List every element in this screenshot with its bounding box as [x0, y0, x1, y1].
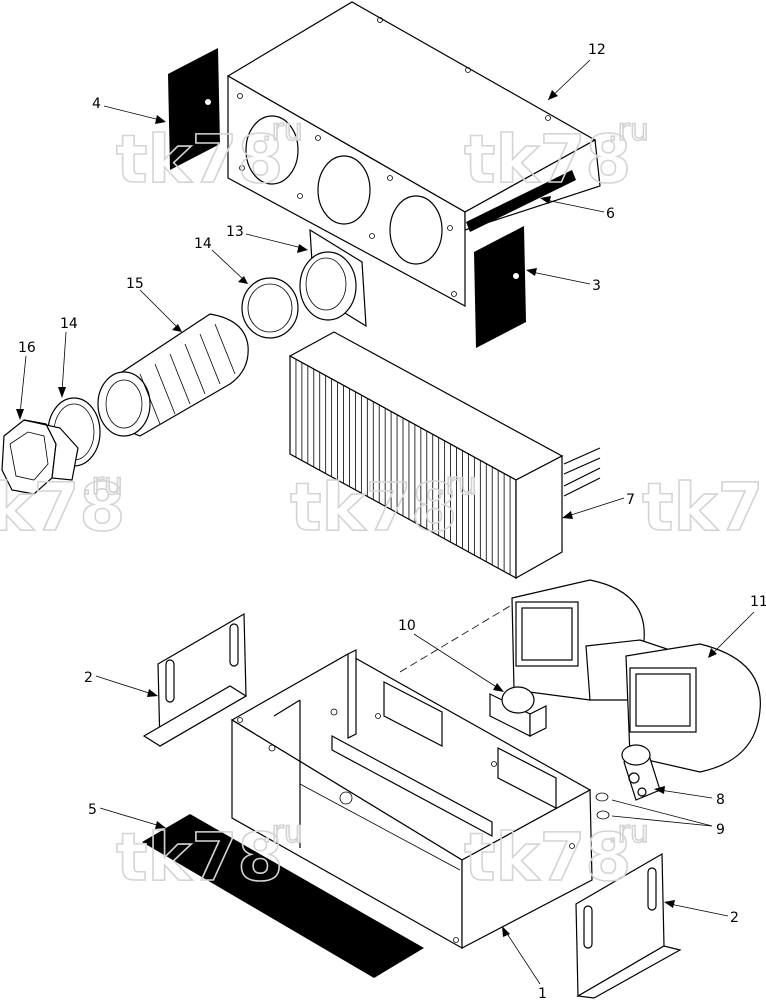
- watermarks: tk78 .ru tk78 .ru tk78 .ru tk78 .ru tk78…: [0, 112, 766, 897]
- watermark-small: .ru: [82, 467, 123, 502]
- callout-6: 6: [606, 206, 615, 222]
- watermark-small: .ru: [436, 467, 477, 502]
- watermark: tk78 .ru: [115, 112, 303, 199]
- part-14-clamp-upper: [241, 277, 299, 339]
- part-3-plate: [474, 226, 526, 348]
- part-11-blower: [399, 579, 761, 773]
- callout-leaders: [16, 59, 755, 985]
- part-7-heat-exchanger: [288, 331, 601, 580]
- part-9-seals: [595, 792, 610, 820]
- part-5-pad: [142, 814, 424, 978]
- callout-10: 10: [398, 618, 416, 634]
- callout-12: 12: [588, 42, 606, 58]
- part-1-base-tray: [230, 649, 593, 950]
- watermark-big: tk78: [290, 469, 457, 546]
- callout-14-lower: 14: [60, 316, 78, 332]
- callout-labels: 12 4 13 14 6 3 15 16 14 7 11 10 2 8 9 5 …: [18, 42, 766, 1000]
- callout-16: 16: [18, 340, 36, 356]
- callout-1: 1: [538, 986, 547, 1000]
- watermark-small: .ru: [262, 113, 303, 148]
- watermark: tk78 .ru: [463, 112, 649, 199]
- watermark-small: .ru: [608, 113, 649, 148]
- callout-4: 4: [92, 96, 101, 112]
- part-4-plate: [168, 48, 220, 170]
- callout-3: 3: [592, 278, 601, 294]
- callout-5: 5: [88, 802, 97, 818]
- part-2-bracket-left: [142, 612, 248, 748]
- part-16-nozzle: [1, 419, 79, 495]
- callout-8: 8: [716, 792, 725, 808]
- callout-9: 9: [716, 822, 725, 838]
- callout-13: 13: [226, 224, 244, 240]
- watermark: tk78 .ru: [289, 466, 477, 547]
- callout-15: 15: [126, 276, 144, 292]
- watermark-big: tk78: [116, 121, 283, 198]
- part-2-bracket-right: [575, 852, 682, 999]
- part-15-hose: [97, 313, 249, 437]
- watermark-small: .ru: [262, 815, 303, 850]
- part-12-housing: [226, 1, 601, 308]
- callout-2-left: 2: [84, 670, 93, 686]
- watermark: tk78: [641, 468, 766, 547]
- watermark: tk78 .ru: [463, 814, 649, 897]
- watermark-big: tk78: [116, 819, 283, 896]
- callout-14-upper: 14: [194, 236, 212, 252]
- part-10-bracket: [489, 686, 547, 737]
- watermark-big: tk78: [642, 469, 766, 546]
- callout-7: 7: [626, 492, 635, 508]
- watermark-big: tk78: [464, 121, 631, 198]
- callout-11: 11: [750, 594, 766, 610]
- watermark-big: tk78: [464, 819, 631, 896]
- watermark: tk78 .ru: [115, 814, 303, 897]
- watermark: tk78 .ru: [0, 466, 126, 547]
- part-13-flange: [299, 228, 367, 328]
- watermark-big: tk78: [0, 469, 125, 546]
- callout-2-right: 2: [730, 910, 739, 926]
- watermark-small: .ru: [608, 815, 649, 850]
- part-8-valve: [621, 744, 661, 801]
